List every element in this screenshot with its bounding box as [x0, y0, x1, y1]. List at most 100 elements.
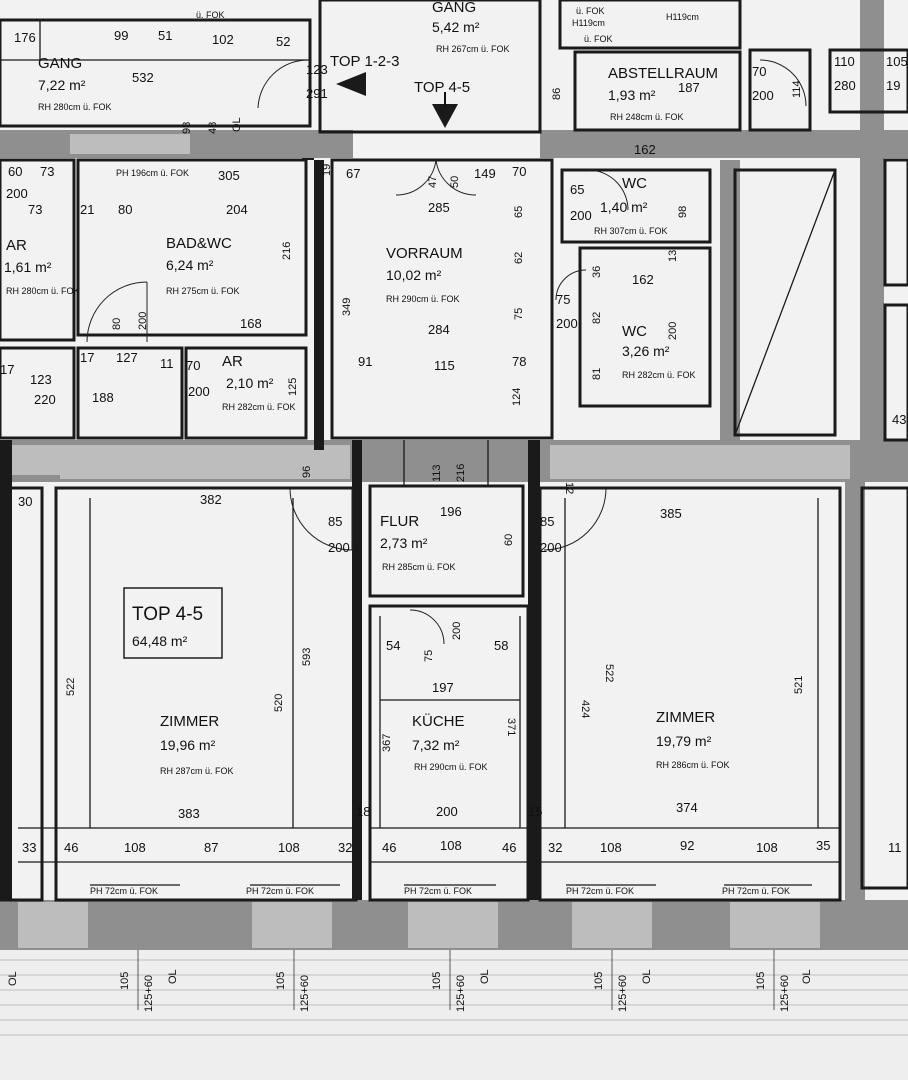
svg-text:PH 72cm ü. FOK: PH 72cm ü. FOK	[404, 886, 472, 896]
svg-text:7,32 m²: 7,32 m²	[412, 737, 460, 753]
ph-labels: PH 196cm ü. FOK PH 72cm ü. FOK PH 72cm ü…	[90, 168, 790, 896]
svg-text:105: 105	[755, 972, 767, 990]
svg-text:125+60: 125+60	[779, 975, 791, 1012]
svg-text:OL: OL	[231, 117, 243, 132]
svg-text:PH 72cm ü. FOK: PH 72cm ü. FOK	[90, 886, 158, 896]
svg-text:35: 35	[816, 838, 830, 853]
svg-text:168: 168	[240, 316, 262, 331]
svg-text:54: 54	[386, 638, 400, 653]
svg-text:188: 188	[92, 390, 114, 405]
svg-text:17: 17	[80, 350, 94, 365]
svg-text:73: 73	[40, 164, 54, 179]
svg-text:522: 522	[65, 678, 77, 696]
svg-text:RH 267cm ü. FOK: RH 267cm ü. FOK	[436, 44, 510, 54]
svg-text:58: 58	[494, 638, 508, 653]
svg-text:VORRAUM: VORRAUM	[386, 245, 463, 262]
svg-text:PH 72cm ü. FOK: PH 72cm ü. FOK	[566, 886, 634, 896]
svg-text:RH 282cm ü. FOK: RH 282cm ü. FOK	[622, 370, 696, 380]
svg-text:RH 282cm ü. FOK: RH 282cm ü. FOK	[222, 402, 296, 412]
svg-text:21: 21	[80, 202, 94, 217]
svg-text:125: 125	[287, 378, 299, 396]
svg-text:70: 70	[752, 64, 766, 79]
svg-text:374: 374	[676, 800, 698, 815]
svg-text:87: 87	[204, 840, 218, 855]
svg-text:19,79 m²: 19,79 m²	[656, 733, 712, 749]
svg-text:291: 291	[306, 86, 328, 101]
room-zimmer-left: ZIMMER 19,96 m² RH 287cm ü. FOK	[160, 713, 234, 776]
svg-text:204: 204	[226, 202, 248, 217]
svg-text:67: 67	[346, 166, 360, 181]
svg-text:125+60: 125+60	[299, 975, 311, 1012]
room-abstellraum: ABSTELLRAUM 1,93 m² RH 248cm ü. FOK	[608, 65, 718, 122]
svg-text:FLUR: FLUR	[380, 513, 419, 530]
svg-text:32: 32	[548, 840, 562, 855]
svg-text:200: 200	[188, 384, 210, 399]
svg-text:216: 216	[455, 464, 467, 482]
height-label: H119cm	[666, 12, 699, 22]
svg-text:220: 220	[34, 392, 56, 407]
room-outlines	[0, 0, 908, 902]
svg-text:46: 46	[382, 840, 396, 855]
svg-text:TOP 4-5: TOP 4-5	[132, 604, 203, 625]
svg-text:162: 162	[632, 272, 654, 287]
svg-text:52: 52	[276, 34, 290, 49]
svg-text:162: 162	[634, 142, 656, 157]
svg-text:108: 108	[440, 838, 462, 853]
svg-text:60: 60	[8, 164, 22, 179]
svg-text:70: 70	[512, 164, 526, 179]
svg-text:285: 285	[428, 200, 450, 215]
svg-text:PH 196cm ü. FOK: PH 196cm ü. FOK	[116, 168, 189, 178]
svg-text:123: 123	[30, 372, 52, 387]
svg-text:48: 48	[207, 122, 219, 134]
svg-text:BAD&WC: BAD&WC	[166, 235, 232, 252]
svg-text:GANG: GANG	[38, 55, 82, 72]
svg-text:78: 78	[512, 354, 526, 369]
svg-text:92: 92	[680, 838, 694, 853]
svg-text:RH 307cm ü. FOK: RH 307cm ü. FOK	[594, 226, 668, 236]
svg-text:ABSTELLRAUM: ABSTELLRAUM	[608, 65, 718, 82]
svg-text:5,42 m²: 5,42 m²	[432, 19, 480, 35]
svg-text:98: 98	[181, 122, 193, 134]
svg-text:6,24 m²: 6,24 m²	[166, 257, 214, 273]
svg-text:11: 11	[888, 840, 902, 855]
svg-text:15: 15	[528, 804, 542, 819]
svg-text:62: 62	[513, 252, 525, 264]
dimension-labels: 176 99 51 102 52 532 123 291 110 280 105…	[0, 28, 908, 855]
svg-text:60: 60	[503, 534, 515, 546]
svg-text:520: 520	[273, 694, 285, 712]
svg-text:127: 127	[116, 350, 138, 365]
svg-text:OL: OL	[7, 971, 19, 986]
room-wc-small: WC 1,40 m² RH 307cm ü. FOK	[594, 175, 668, 236]
svg-text:13: 13	[667, 250, 679, 262]
svg-text:PH 72cm ü. FOK: PH 72cm ü. FOK	[722, 886, 790, 896]
svg-text:532: 532	[132, 70, 154, 85]
svg-text:81: 81	[591, 368, 603, 380]
svg-text:OL: OL	[479, 969, 491, 984]
svg-text:WC: WC	[622, 175, 647, 192]
svg-text:200: 200	[570, 208, 592, 223]
svg-text:10,02 m²: 10,02 m²	[386, 267, 442, 283]
svg-text:RH 286cm ü. FOK: RH 286cm ü. FOK	[656, 760, 730, 770]
svg-text:75: 75	[513, 308, 525, 320]
svg-text:KÜCHE: KÜCHE	[412, 712, 465, 730]
svg-text:98: 98	[677, 206, 689, 218]
svg-text:AR: AR	[6, 237, 27, 254]
svg-text:187: 187	[678, 80, 700, 95]
svg-text:11: 11	[160, 356, 174, 371]
svg-text:91: 91	[358, 354, 372, 369]
svg-text:2,73 m²: 2,73 m²	[380, 535, 428, 551]
fok-label: ü. FOK	[196, 10, 225, 20]
svg-text:RH 275cm ü. FOK: RH 275cm ü. FOK	[166, 286, 240, 296]
room-gang-top: GANG 5,42 m² RH 267cm ü. FOK	[432, 0, 510, 54]
svg-text:305: 305	[218, 168, 240, 183]
room-flur: FLUR 2,73 m² RH 285cm ü. FOK	[380, 513, 456, 572]
svg-text:105: 105	[431, 972, 443, 990]
svg-text:85: 85	[328, 514, 342, 529]
svg-text:19,96 m²: 19,96 m²	[160, 737, 216, 753]
svg-text:36: 36	[591, 266, 603, 278]
structural-walls	[0, 0, 908, 950]
svg-text:RH 280cm ü. FOK: RH 280cm ü. FOK	[38, 102, 112, 112]
svg-text:200: 200	[556, 316, 578, 331]
svg-text:113: 113	[431, 464, 443, 482]
svg-text:176: 176	[14, 30, 36, 45]
